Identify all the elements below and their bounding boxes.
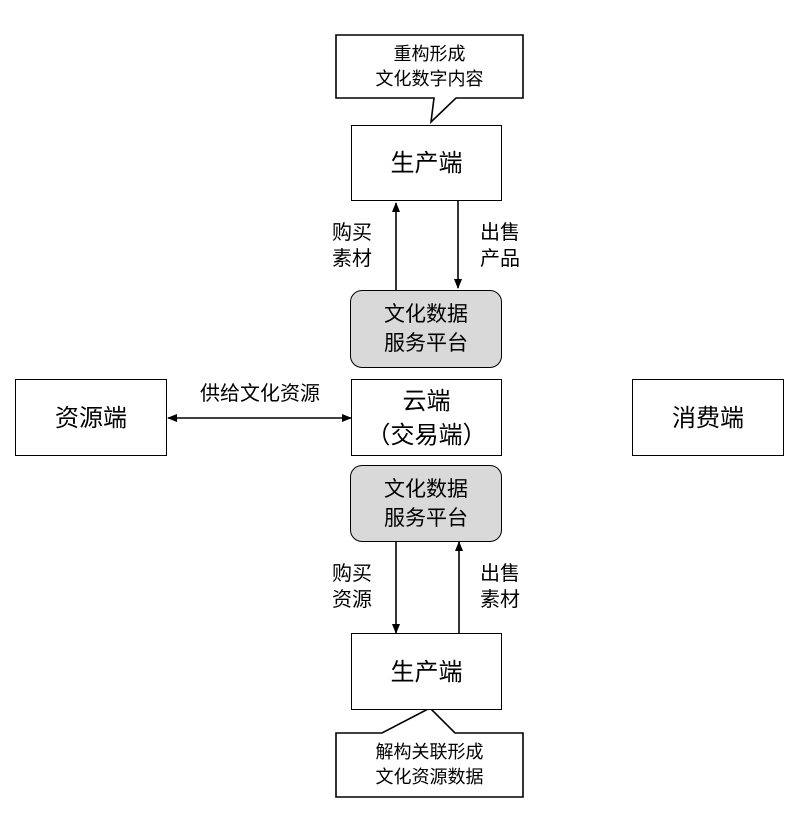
top-producer-label: 生产端 bbox=[390, 149, 463, 177]
supply-resource-label: 供给文化资源 bbox=[170, 380, 350, 406]
resource-end-label: 资源端 bbox=[55, 403, 127, 432]
top-sell-product-line1: 出售 bbox=[480, 220, 520, 244]
bottom-sell-material-label: 出售 素材 bbox=[474, 560, 526, 612]
top-callout-line2: 文化数字内容 bbox=[375, 68, 484, 90]
consumer-end-label: 消费端 bbox=[672, 403, 744, 432]
top-callout-line1: 重构形成 bbox=[393, 43, 466, 65]
bottom-callout: 解构关联形成 文化资源数据 bbox=[336, 733, 523, 797]
top-producer-node: 生产端 bbox=[351, 125, 502, 201]
bottom-callout-shape bbox=[335, 707, 524, 798]
bottom-producer-node: 生产端 bbox=[351, 633, 502, 710]
top-sell-product-label: 出售 产品 bbox=[474, 219, 526, 271]
cloud-end-line2: （交易端） bbox=[366, 420, 487, 449]
bottom-sell-material-line2: 素材 bbox=[480, 587, 520, 611]
bottom-platform-line2: 服务平台 bbox=[384, 505, 468, 530]
top-sell-product-line2: 产品 bbox=[480, 246, 520, 270]
bottom-service-platform: 文化数据 服务平台 bbox=[350, 465, 502, 542]
bottom-callout-line1: 解构关联形成 bbox=[375, 742, 484, 763]
bottom-sell-material-line1: 出售 bbox=[480, 561, 520, 585]
top-callout: 重构形成 文化数字内容 bbox=[336, 35, 523, 98]
bottom-callout-line2: 文化资源数据 bbox=[375, 767, 484, 788]
bottom-buy-resource-line1: 购买 bbox=[332, 561, 372, 585]
cloud-end-node: 云端 （交易端） bbox=[351, 379, 502, 456]
bottom-buy-resource-label: 购买 资源 bbox=[326, 560, 378, 612]
top-buy-material-line2: 素材 bbox=[332, 246, 372, 270]
bottom-buy-resource-line2: 资源 bbox=[332, 587, 372, 611]
top-platform-line2: 服务平台 bbox=[384, 331, 468, 355]
top-buy-material-label: 购买 素材 bbox=[326, 219, 378, 271]
consumer-end-node: 消费端 bbox=[632, 379, 784, 456]
top-platform-line1: 文化数据 bbox=[384, 302, 468, 326]
resource-end-node: 资源端 bbox=[15, 379, 167, 456]
top-callout-shape bbox=[335, 34, 524, 125]
cloud-end-line1: 云端 bbox=[402, 386, 451, 415]
top-buy-material-line1: 购买 bbox=[332, 220, 372, 244]
bottom-platform-line1: 文化数据 bbox=[384, 476, 468, 501]
bottom-producer-label: 生产端 bbox=[390, 657, 463, 686]
top-service-platform: 文化数据 服务平台 bbox=[350, 290, 502, 368]
supply-resource-text: 供给文化资源 bbox=[200, 381, 320, 405]
